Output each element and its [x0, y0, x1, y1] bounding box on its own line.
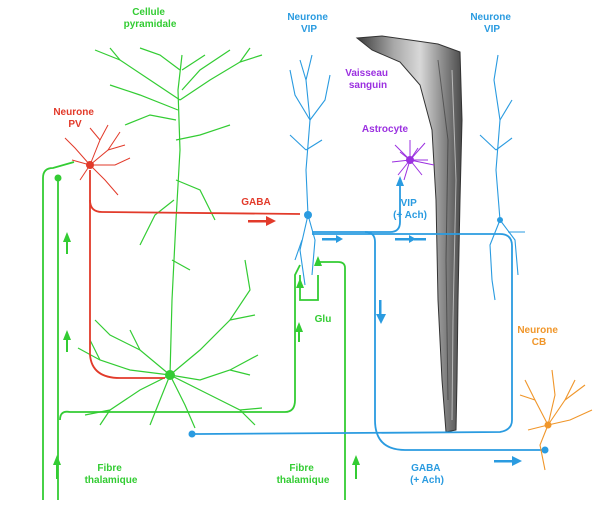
pyramidal-soma	[165, 370, 175, 380]
label-fibre-right: Fibre thalamique	[277, 463, 330, 486]
pv-synapse-dot	[55, 175, 62, 182]
cb-soma	[545, 422, 552, 429]
label-gaba-bottom: GABA (+ Ach)	[410, 463, 444, 486]
cb-synapse-dot	[542, 447, 549, 454]
vip-left-soma	[304, 211, 312, 219]
label-vip-right: Neurone VIP	[470, 12, 513, 35]
pv-soma	[86, 161, 94, 169]
label-gaba-top: GABA	[241, 197, 270, 208]
blue-synapse-dot	[189, 431, 196, 438]
label-cb: Neurone CB	[517, 325, 560, 348]
astrocyte-body	[406, 156, 414, 164]
label-astrocyte: Astrocyte	[362, 124, 409, 135]
vip-neuron-right	[480, 55, 525, 300]
label-glu: Glu	[315, 314, 332, 325]
labels: Cellule pyramidale Neurone VIP Neurone V…	[53, 7, 560, 486]
vip-right-soma	[497, 217, 503, 223]
vip-neuron-left	[290, 55, 330, 285]
gaba-arrow-red	[248, 216, 276, 226]
label-pyramidal: Cellule pyramidale	[124, 7, 177, 30]
label-fibre-left: Fibre thalamique	[85, 463, 138, 486]
label-pv: Neurone PV	[53, 107, 96, 130]
pv-neuron	[65, 125, 130, 195]
label-vip-left: Neurone VIP	[287, 12, 330, 35]
astrocyte-arrow	[396, 176, 404, 186]
cb-neuron	[520, 370, 592, 470]
label-vessel: Vaisseau sanguin	[345, 68, 391, 91]
label-vip-ach: VIP (+ Ach)	[393, 198, 427, 221]
green-arrows	[53, 232, 360, 479]
